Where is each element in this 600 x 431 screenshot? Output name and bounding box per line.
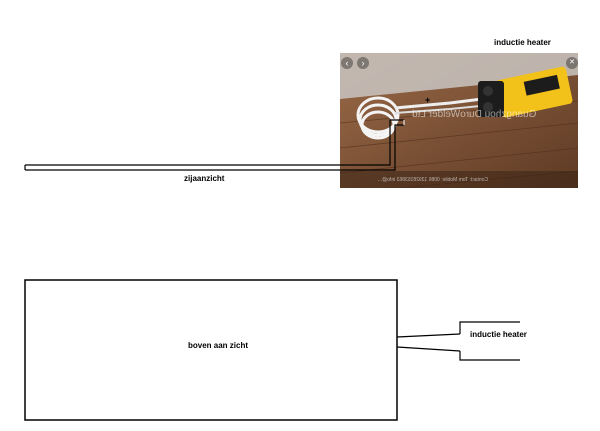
photo-prev-button[interactable]: ‹ (341, 57, 353, 69)
photo-watermark: Guangzhou DuroWelder Ltd (412, 109, 537, 120)
side-view-label: zijaanzicht (184, 174, 225, 183)
heater-photo: Guangzhou DuroWelder Ltd Contact: Tom Mo… (340, 53, 578, 188)
photo-caption: Contact: Tom Mobile: 0086 13928153863 in… (378, 177, 489, 183)
top-view-leads (396, 321, 520, 361)
heater-body-shape (478, 66, 573, 118)
plus-sign: + (425, 95, 431, 105)
top-heater-label: inductie heater (494, 38, 551, 47)
top-view-label: boven aan zicht (188, 341, 249, 350)
photo-close-button[interactable]: ✕ (566, 57, 578, 69)
top-view-box (24, 279, 398, 421)
photo-next-button[interactable]: › (357, 57, 369, 69)
bottom-heater-label: inductie heater (470, 330, 527, 339)
